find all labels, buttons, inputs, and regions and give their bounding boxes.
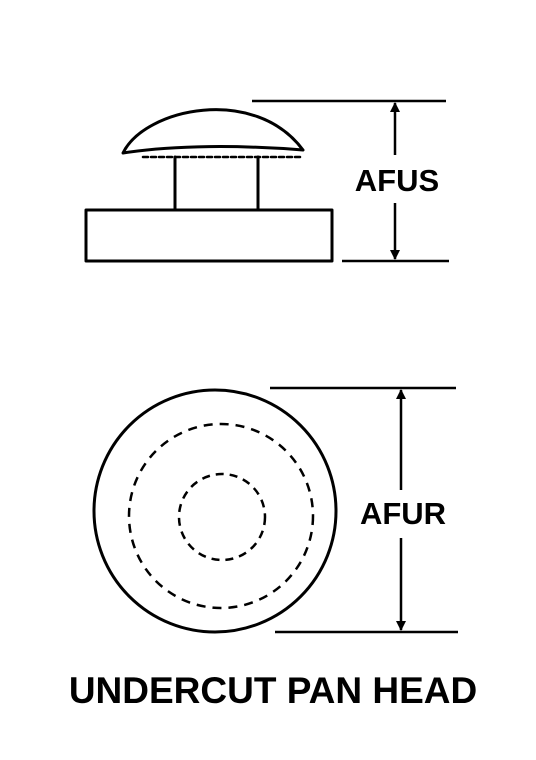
undercut-hidden-circle xyxy=(127,422,315,610)
side-view xyxy=(84,108,334,263)
shank-hidden-circle xyxy=(177,472,267,562)
top-view xyxy=(92,388,338,634)
drawing-title: UNDERCUT PAN HEAD xyxy=(69,670,477,711)
afus-label: AFUS xyxy=(355,163,439,198)
head-outline-circle xyxy=(92,388,338,634)
domed-head xyxy=(121,108,305,155)
top-dimension xyxy=(270,386,458,634)
side-dimension xyxy=(252,99,449,263)
base-block xyxy=(84,208,334,263)
afur-label: AFUR xyxy=(360,496,446,531)
